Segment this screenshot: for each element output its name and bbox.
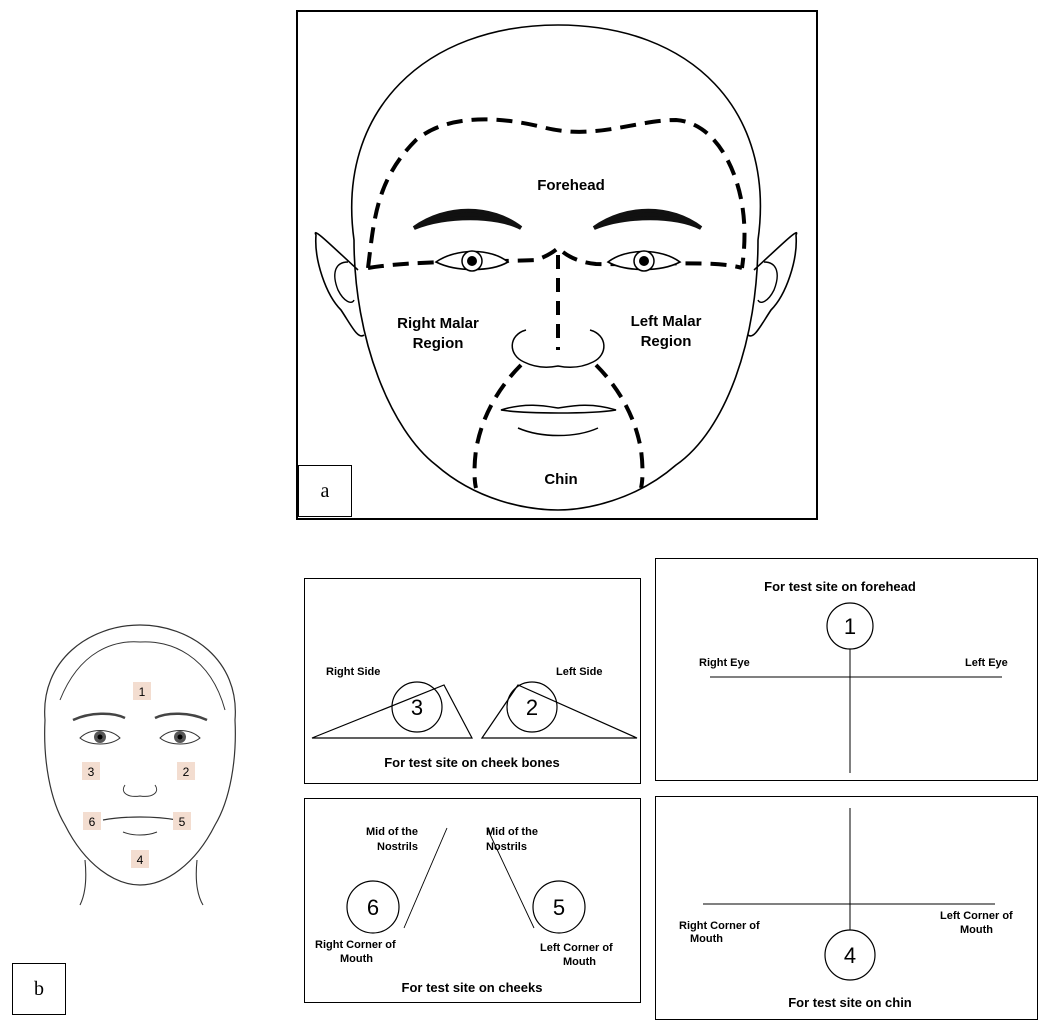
- site-3-number: 3: [411, 695, 423, 720]
- cheek-bones-box: 3 2 Right Side Left Side For test site o…: [304, 578, 641, 784]
- forehead-box: For test site on forehead 1 Right Eye Le…: [655, 558, 1038, 781]
- mid-nostrils-left-label: Mid of the: [486, 826, 538, 838]
- left-malar-label-2: Region: [641, 333, 692, 350]
- right-malar-label-2: Region: [413, 335, 464, 352]
- svg-text:1: 1: [139, 685, 146, 699]
- site-5-number: 5: [553, 895, 565, 920]
- cheek-bones-diagram: 3 2 Right Side Left Side For test site o…: [304, 578, 641, 784]
- svg-text:2: 2: [183, 765, 190, 779]
- marker-face-outline: [45, 625, 236, 885]
- left-eye-label: Left Eye: [965, 657, 1008, 669]
- chin-right-corner-label-2: Mouth: [690, 933, 723, 945]
- marker-3: 3: [82, 762, 100, 780]
- marker-face-lower-lip: [123, 832, 157, 835]
- chin-left-corner-label-2: Mouth: [960, 924, 993, 936]
- cheeks-box: 6 5 Mid of the Nostrils Mid of the Nostr…: [304, 798, 641, 1003]
- marker-face-left-eye: [160, 731, 200, 745]
- panel-b-tag: b: [12, 963, 66, 1015]
- forehead-box-title: For test site on forehead: [764, 579, 916, 594]
- marker-2: 2: [177, 762, 195, 780]
- face-regions-diagram: Forehead Right Malar Region Left Malar R…: [296, 10, 818, 520]
- marker-face-right-brow: [73, 714, 125, 720]
- right-corner-label-2: Mouth: [340, 953, 373, 965]
- marker-4: 4: [131, 850, 149, 868]
- chin-left-corner-label: Left Corner of: [940, 910, 1013, 922]
- marker-face-nose: [123, 785, 156, 796]
- site-2-number: 2: [526, 695, 538, 720]
- marker-face-mouth: [103, 817, 177, 820]
- svg-text:3: 3: [88, 765, 95, 779]
- marker-face-neck-left: [80, 860, 86, 905]
- marker-5: 5: [173, 812, 191, 830]
- marker-1: 1: [133, 682, 151, 700]
- mid-nostrils-right-label: Mid of the: [366, 826, 418, 838]
- mid-nostrils-right-label-2: Nostrils: [377, 841, 418, 853]
- site-6-number: 6: [367, 895, 379, 920]
- cheek-bones-caption: For test site on cheek bones: [384, 755, 560, 770]
- panel-a-face-regions: Forehead Right Malar Region Left Malar R…: [296, 10, 818, 520]
- marker-face-neck-right: [196, 860, 203, 905]
- chin-caption: For test site on chin: [788, 995, 912, 1010]
- site-4-number: 4: [844, 943, 856, 968]
- cheeks-caption: For test site on cheeks: [402, 980, 543, 995]
- svg-text:6: 6: [89, 815, 96, 829]
- panel-b-face-markers: 1 2 3 4 5 6: [25, 620, 255, 910]
- chin-site-diagram: 4 Right Corner of Mouth Left Corner of M…: [655, 796, 1038, 1021]
- chin-box: 4 Right Corner of Mouth Left Corner of M…: [655, 796, 1038, 1021]
- forehead-site-diagram: For test site on forehead 1 Right Eye Le…: [655, 558, 1038, 781]
- marker-face-right-eye: [80, 731, 120, 745]
- svg-text:5: 5: [179, 815, 186, 829]
- left-corner-label-2: Mouth: [563, 956, 596, 968]
- site-1-number: 1: [844, 614, 856, 639]
- chin-label: Chin: [544, 471, 577, 488]
- marker-6: 6: [83, 812, 101, 830]
- marker-face-left-brow: [155, 714, 207, 720]
- right-corner-label: Right Corner of: [315, 939, 396, 951]
- forehead-label: Forehead: [537, 177, 605, 194]
- panel-a-tag: a: [298, 465, 352, 517]
- left-malar-label: Left Malar: [631, 313, 702, 330]
- mid-nostrils-left-label-2: Nostrils: [486, 841, 527, 853]
- marker-face-drawing: 1 2 3 4 5 6: [25, 620, 255, 910]
- chin-right-corner-label: Right Corner of: [679, 920, 760, 932]
- svg-text:4: 4: [137, 853, 144, 867]
- left-corner-label: Left Corner of: [540, 942, 613, 954]
- right-eye-label: Right Eye: [699, 657, 750, 669]
- cheeks-diagram: 6 5 Mid of the Nostrils Mid of the Nostr…: [304, 798, 641, 1003]
- right-side-label: Right Side: [326, 666, 380, 678]
- right-malar-label: Right Malar: [397, 315, 479, 332]
- left-side-label: Left Side: [556, 666, 602, 678]
